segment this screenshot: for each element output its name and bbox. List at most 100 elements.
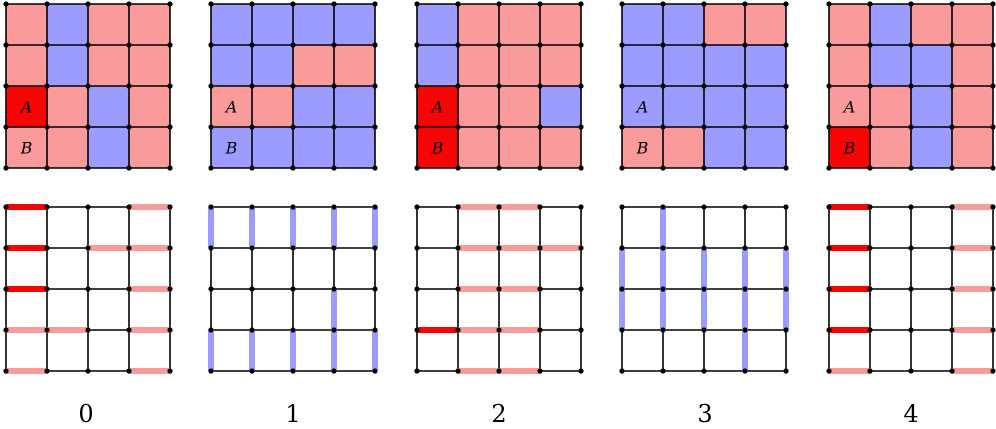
edge-grid-4 [826, 204, 996, 374]
grid-vertex [331, 1, 337, 7]
grid-vertex [414, 286, 420, 292]
grid-cell [663, 4, 704, 45]
grid-vertex [783, 204, 789, 210]
grid-vertex [331, 204, 337, 210]
grid-vertex [455, 286, 461, 292]
grid-vertex [867, 245, 873, 251]
grid-vertex [578, 124, 584, 130]
grid-cell [829, 86, 870, 127]
grid-cell [458, 127, 499, 168]
grid-vertex [908, 83, 914, 89]
grid-vertex [537, 165, 543, 171]
grid-vertex [414, 83, 420, 89]
grid-cell [952, 127, 993, 168]
grid-cell [88, 127, 129, 168]
grid-cell [211, 4, 252, 45]
grid-vertex [85, 83, 91, 89]
grid-vertex [331, 124, 337, 130]
grid-vertex [742, 1, 748, 7]
grid-vertex [990, 165, 996, 171]
grid-vertex [44, 1, 50, 7]
grid-vertex [167, 124, 173, 130]
grid-vertex [44, 368, 50, 374]
grid-vertex [496, 1, 502, 7]
grid-cell [129, 45, 170, 86]
grid-vertex [990, 368, 996, 374]
grid-cell [911, 4, 952, 45]
grid-vertex [537, 286, 543, 292]
grid-cell [540, 4, 581, 45]
grid-vertex [660, 124, 666, 130]
grid-cell [870, 127, 911, 168]
grid-vertex [742, 368, 748, 374]
grid-cell [334, 4, 375, 45]
grid-vertex [701, 286, 707, 292]
grid-vertex [44, 42, 50, 48]
grid-vertex [867, 83, 873, 89]
grid-vertex [208, 368, 214, 374]
grid-vertex [908, 1, 914, 7]
grid-vertex [44, 124, 50, 130]
grid-vertex [414, 368, 420, 374]
grid-vertex [496, 204, 502, 210]
grid-vertex [660, 245, 666, 251]
grid-cell [870, 45, 911, 86]
grid-cell [499, 4, 540, 45]
grid-cell [334, 86, 375, 127]
grid-cell [211, 86, 252, 127]
grid-cell [952, 45, 993, 86]
panel-label-1: 1 [285, 400, 300, 428]
grid-cell [870, 86, 911, 127]
grid-vertex [783, 327, 789, 333]
grid-vertex [372, 124, 378, 130]
grid-vertex [660, 368, 666, 374]
grid-cell [47, 127, 88, 168]
grid-vertex [455, 42, 461, 48]
grid-vertex [3, 327, 9, 333]
grid-cell [829, 4, 870, 45]
grid-vertex [249, 83, 255, 89]
cell-label-a: A [430, 98, 444, 117]
grid-vertex [783, 165, 789, 171]
grid-vertex [126, 1, 132, 7]
grid-vertex [826, 368, 832, 374]
grid-vertex [167, 1, 173, 7]
grid-vertex [85, 124, 91, 130]
edge-grid-3 [619, 204, 789, 374]
grid-cell [211, 127, 252, 168]
grid-cell [6, 45, 47, 86]
grid-vertex [249, 165, 255, 171]
grid-vertex [908, 165, 914, 171]
grid-vertex [85, 327, 91, 333]
grid-vertex [990, 245, 996, 251]
grid-vertex [701, 204, 707, 210]
grid-vertex [826, 165, 832, 171]
grid-vertex [826, 42, 832, 48]
grid-vertex [167, 245, 173, 251]
grid-cell [704, 86, 745, 127]
grid-cell [663, 45, 704, 86]
panel-2: AB 2 [414, 1, 584, 428]
grid-cell [499, 45, 540, 86]
grid-vertex [867, 1, 873, 7]
grid-vertex [126, 204, 132, 210]
grid-cell [129, 4, 170, 45]
grid-vertex [249, 245, 255, 251]
grid-vertex [372, 327, 378, 333]
grid-vertex [537, 42, 543, 48]
grid-vertex [742, 204, 748, 210]
grid-vertex [826, 286, 832, 292]
grid-vertex [619, 327, 625, 333]
grid-vertex [990, 286, 996, 292]
grid-vertex [3, 124, 9, 130]
edge-grid-0 [3, 204, 173, 374]
grid-vertex [3, 204, 9, 210]
grid-vertex [619, 204, 625, 210]
grid-vertex [701, 245, 707, 251]
colored-grid-0: AB [3, 1, 173, 171]
grid-cell [499, 127, 540, 168]
grid-cell [293, 4, 334, 45]
grid-cell [252, 4, 293, 45]
grid-vertex [619, 124, 625, 130]
grid-vertex [414, 245, 420, 251]
